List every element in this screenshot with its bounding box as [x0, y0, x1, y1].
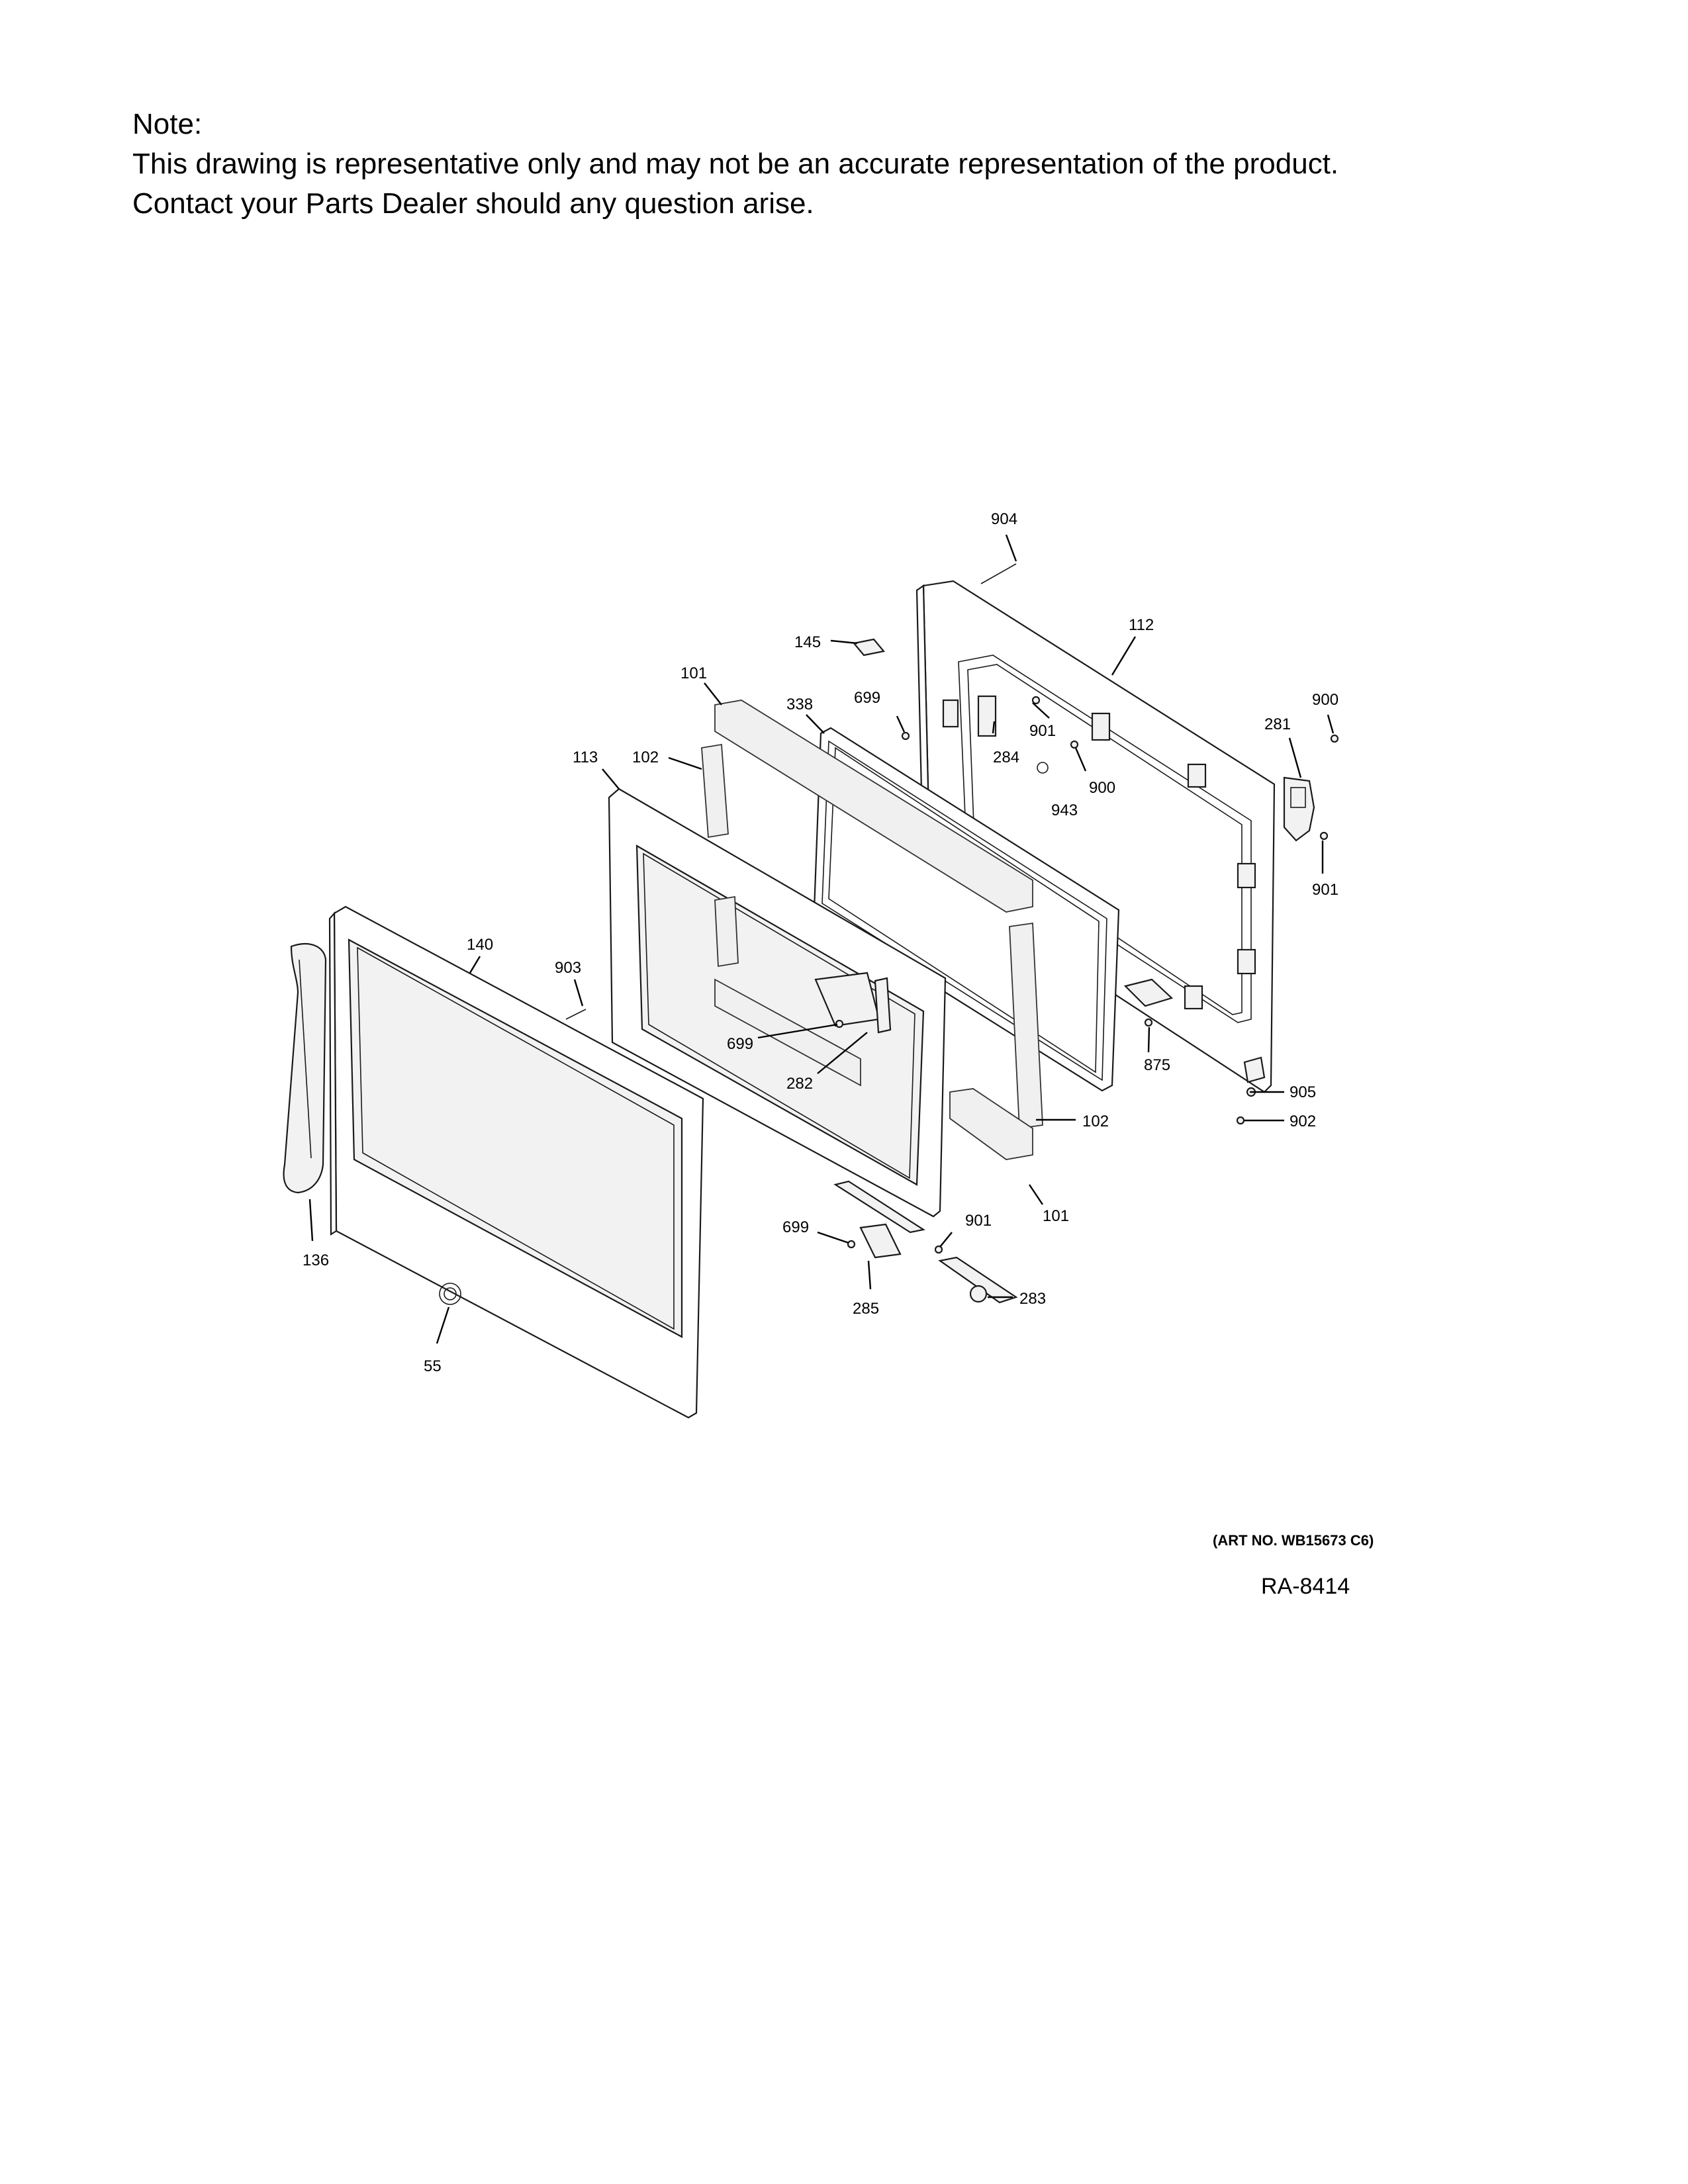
callout-699-bottom: 699	[782, 1218, 809, 1236]
callout-338: 338	[786, 696, 813, 713]
note-title: Note:	[132, 108, 203, 140]
callout-113: 113	[573, 749, 598, 766]
ra-number: RA-8414	[1261, 1574, 1350, 1599]
callout-901-top: 901	[1029, 722, 1056, 740]
callout-282: 282	[786, 1075, 813, 1093]
callout-902: 902	[1289, 1113, 1316, 1130]
callout-699-top: 699	[854, 689, 880, 707]
art-number: (ART NO. WB15673 C6)	[1213, 1532, 1374, 1549]
callout-904: 904	[991, 510, 1017, 528]
callout-943: 943	[1051, 801, 1078, 819]
disclaimer-note: Note: This drawing is representative onl…	[132, 105, 1338, 224]
callout-55: 55	[424, 1357, 442, 1375]
outer-door-glass	[328, 905, 704, 1419]
fasteners	[565, 563, 1339, 1254]
insulation-foam	[701, 700, 1043, 1160]
door-handle	[283, 943, 327, 1194]
callout-905: 905	[1289, 1083, 1316, 1101]
callout-102-top: 102	[632, 749, 659, 766]
callout-875: 875	[1144, 1056, 1170, 1074]
callout-112: 112	[1129, 616, 1154, 634]
callout-145: 145	[794, 633, 821, 651]
callout-285: 285	[853, 1300, 879, 1318]
callout-900-mid: 900	[1089, 779, 1115, 797]
callout-903: 903	[555, 959, 581, 977]
callout-284: 284	[993, 749, 1019, 766]
callout-900-right: 900	[1312, 691, 1338, 709]
hinge-bracket	[1283, 776, 1315, 842]
callout-101-bottom: 101	[1043, 1207, 1069, 1225]
lower-hinge-parts	[833, 1180, 1018, 1304]
note-line-2: Contact your Parts Dealer should any que…	[132, 187, 814, 220]
callout-101-top: 101	[680, 664, 707, 682]
leader-lines	[308, 534, 1335, 1344]
callout-281: 281	[1264, 715, 1291, 733]
callout-901-bottom: 901	[965, 1212, 992, 1230]
callout-102-bottom: 102	[1082, 1113, 1109, 1130]
callout-699-mid: 699	[727, 1035, 753, 1053]
callout-136: 136	[303, 1251, 329, 1269]
note-line-1: This drawing is representative only and …	[132, 148, 1339, 180]
callout-labels: 904 112 145 101 699 338 900 281 901 284 …	[303, 510, 1338, 1375]
callout-283: 283	[1019, 1290, 1046, 1308]
callout-140: 140	[467, 936, 493, 954]
callout-901-right: 901	[1312, 881, 1338, 899]
